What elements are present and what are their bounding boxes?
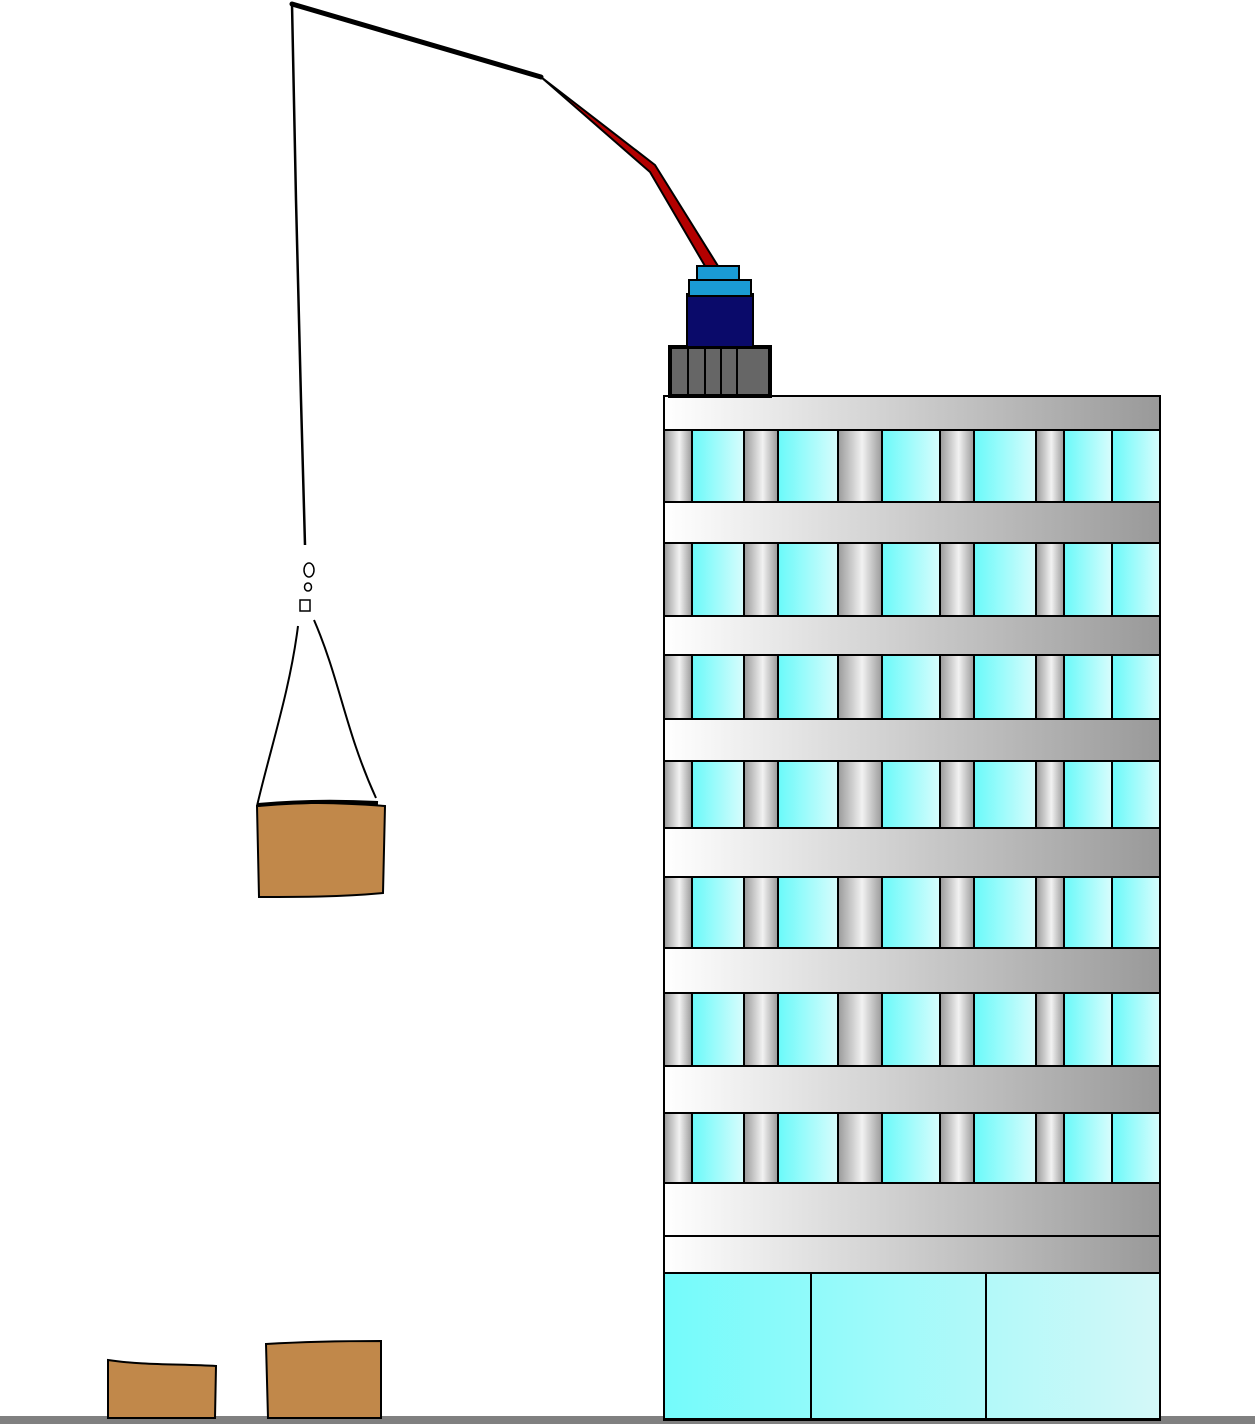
building-pillar [837, 542, 883, 617]
building-window [777, 654, 839, 720]
building-window [881, 542, 941, 617]
building-window [777, 542, 839, 617]
building-pillar [743, 992, 779, 1067]
building-window [1063, 876, 1113, 949]
building-window [1063, 1112, 1113, 1184]
building-pillar [837, 654, 883, 720]
crane-arm [540, 76, 720, 267]
crane-cab [686, 293, 754, 348]
building-pillar [837, 1112, 883, 1184]
building-pillar [1035, 429, 1065, 503]
building-window [973, 1112, 1037, 1184]
building-pillar [743, 1112, 779, 1184]
building-pillar [939, 654, 975, 720]
building-pillar [663, 876, 693, 949]
building-window [973, 654, 1037, 720]
building-window [881, 429, 941, 503]
building-pillar [663, 654, 693, 720]
building-pillar [743, 876, 779, 949]
building-window [777, 992, 839, 1067]
building-window [691, 1112, 745, 1184]
building-window [881, 1112, 941, 1184]
building-pillar [1035, 760, 1065, 829]
hook-icon [299, 562, 315, 612]
ground-line [0, 1416, 1255, 1424]
building-pillar [743, 760, 779, 829]
building-pillar [939, 992, 975, 1067]
building-window [881, 992, 941, 1067]
building-pillar [939, 1112, 975, 1184]
building-window [777, 429, 839, 503]
building-window [1063, 992, 1113, 1067]
building-window [691, 992, 745, 1067]
building-lobby [663, 1272, 1161, 1420]
building-window [1063, 542, 1113, 617]
building-pillar [1035, 992, 1065, 1067]
building-window [973, 876, 1037, 949]
building-window [691, 760, 745, 829]
crane-icon [256, 1, 772, 807]
building-window [881, 760, 941, 829]
building-window [881, 876, 941, 949]
building-window [691, 429, 745, 503]
building-pillar [663, 429, 693, 503]
building-window [973, 542, 1037, 617]
building-pillar [663, 542, 693, 617]
crane-cab-cap [688, 279, 752, 297]
building-pillar [1035, 654, 1065, 720]
building-window [1111, 429, 1161, 503]
building-window [1111, 876, 1161, 949]
building-pillar [1035, 542, 1065, 617]
building-pillar [1035, 876, 1065, 949]
building-pillar [1035, 1112, 1065, 1184]
building-pillar [743, 429, 779, 503]
building-pillar [663, 1112, 693, 1184]
building-window [691, 654, 745, 720]
building-window [777, 876, 839, 949]
building-window [1063, 760, 1113, 829]
building-window [1111, 992, 1161, 1067]
building-pillar [939, 542, 975, 617]
building-pillar [939, 429, 975, 503]
building-pillar [743, 654, 779, 720]
building-window [1111, 1112, 1161, 1184]
building-pillar [663, 760, 693, 829]
building-pillar [837, 429, 883, 503]
building-window [1111, 542, 1161, 617]
building-window [973, 760, 1037, 829]
building-window [691, 542, 745, 617]
ground-crate-right-icon [264, 1339, 382, 1419]
building-icon [663, 395, 1161, 1421]
building-pillar [743, 542, 779, 617]
building-pillar [837, 760, 883, 829]
building-window [777, 1112, 839, 1184]
building-pillar [837, 992, 883, 1067]
building-window [973, 992, 1037, 1067]
building-pillar [837, 876, 883, 949]
building-window [881, 654, 941, 720]
building-window [1063, 654, 1113, 720]
building-window [777, 760, 839, 829]
building-window [973, 429, 1037, 503]
building-pillar [939, 760, 975, 829]
ground-crate-left-icon [107, 1358, 218, 1419]
hanging-crate-icon [255, 799, 387, 899]
building-window [1111, 654, 1161, 720]
building-pillar [939, 876, 975, 949]
crane-cable [290, 3, 307, 546]
building-pillar [663, 992, 693, 1067]
building-window [1063, 429, 1113, 503]
building-window [1111, 760, 1161, 829]
building-window [691, 876, 745, 949]
